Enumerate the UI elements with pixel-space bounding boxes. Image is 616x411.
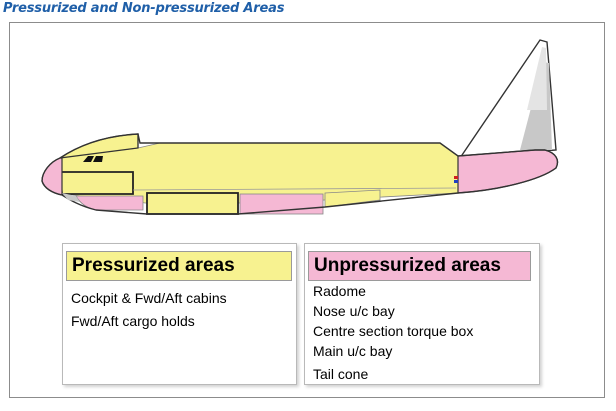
- cabin-floor: [132, 187, 457, 191]
- legend-unpressurized-heading: Unpressurized areas: [308, 251, 531, 281]
- list-item: Cockpit & Fwd/Aft cabins: [71, 290, 227, 306]
- diagram-frame: [9, 22, 605, 398]
- fwd-cargo-hold: [146, 192, 239, 215]
- aft-cargo-hold: [324, 189, 381, 208]
- list-item: Fwd/Aft cargo holds: [71, 313, 195, 329]
- cockpit-window-left: [83, 156, 94, 162]
- list-item: Centre section torque box: [313, 323, 474, 339]
- cockpit-window-right: [93, 156, 103, 162]
- tail-mark-blue: [454, 180, 458, 183]
- list-item: Radome: [313, 283, 366, 299]
- legend-pressurized-heading: Pressurized areas: [66, 251, 292, 281]
- nose-uc-bay: [75, 195, 144, 211]
- legend-pressurized-list: Cockpit & Fwd/Aft cabins Fwd/Aft cargo h…: [71, 287, 227, 333]
- page-title: Pressurized and Non-pressurized Areas: [3, 1, 285, 16]
- list-item: Main u/c bay: [313, 343, 393, 359]
- belly-fairing: [62, 193, 80, 202]
- cockpit-section: [59, 171, 134, 195]
- legend-unpressurized: Unpressurized areas Radome Nose u/c bay …: [304, 243, 540, 385]
- tail-fin-leading-edge: [527, 47, 547, 110]
- list-item: Nose u/c bay: [313, 303, 395, 319]
- tail-mark-red: [454, 176, 458, 179]
- aircraft-diagram: [41, 39, 559, 215]
- list-item: Tail cone: [313, 366, 369, 382]
- legend-pressurized: Pressurized areas Cockpit & Fwd/Aft cabi…: [62, 243, 297, 385]
- legend-unpressurized-list: Radome Nose u/c bay Centre section torqu…: [313, 281, 473, 384]
